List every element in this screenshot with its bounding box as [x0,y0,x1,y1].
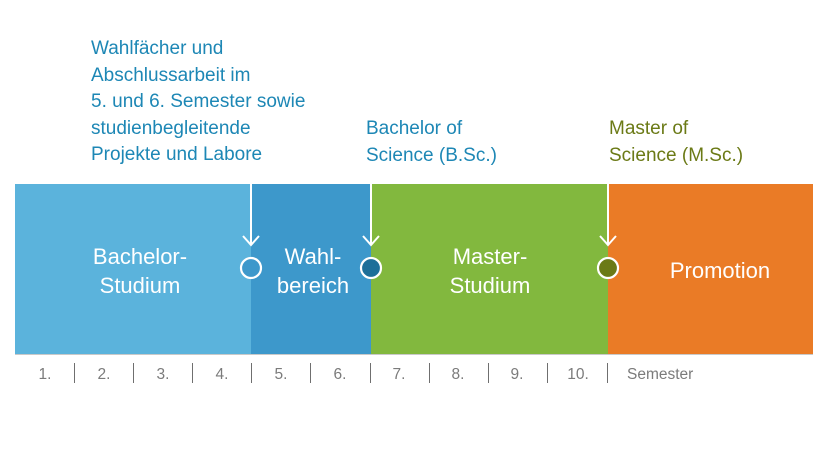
semester-separator [133,363,134,383]
semester-label: 4. [215,366,229,383]
semester-label: 2. [97,366,111,383]
phase-bachelor-studium [15,184,251,354]
semester-separator [192,363,193,383]
semester-label: 7. [392,366,406,383]
semester-separator [74,363,75,383]
phase-label-master: Master- Studium [449,244,531,298]
semester-unit-label: Semester [627,366,694,383]
semester-separator [607,363,608,383]
master-degree-annotation: Master of Science (M.Sc.) [609,118,744,166]
semester-label: 5. [274,366,288,383]
arrow-master-head [599,235,617,247]
semester-separator [547,363,548,383]
semester-separator [488,363,489,383]
phase-label-bachelor: Bachelor- Studium [92,244,188,298]
elective-annotation: Wahlfächer und Abschlussarbeit im 5. und… [91,38,306,165]
phase-wahlbereich [251,184,371,354]
semester-separator [310,363,311,383]
semester-label: 3. [156,366,170,383]
phase-label-wahlbereich: Wahl- bereich [276,244,350,298]
semester-axis-line [15,354,813,355]
semester-label: 1. [38,366,52,383]
bachelor-degree-marker [359,256,383,280]
semester-separator [429,363,430,383]
semester-label: 6. [333,366,347,383]
semester-separator [370,363,371,383]
phase-label-promotion: Promotion [669,258,771,283]
phase-master-studium [371,184,608,354]
master-degree-marker [596,256,620,280]
bachelor-degree-annotation: Bachelor of Science (B.Sc.) [366,118,497,166]
arrow-elective-head [242,235,260,247]
semester-label: 10. [567,366,589,383]
elective-start-marker [239,256,263,280]
arrow-bachelor-head [362,235,380,247]
semester-separator [251,363,252,383]
semester-label: 8. [451,366,465,383]
phase-promotion [608,184,813,354]
semester-label: 9. [510,366,524,383]
